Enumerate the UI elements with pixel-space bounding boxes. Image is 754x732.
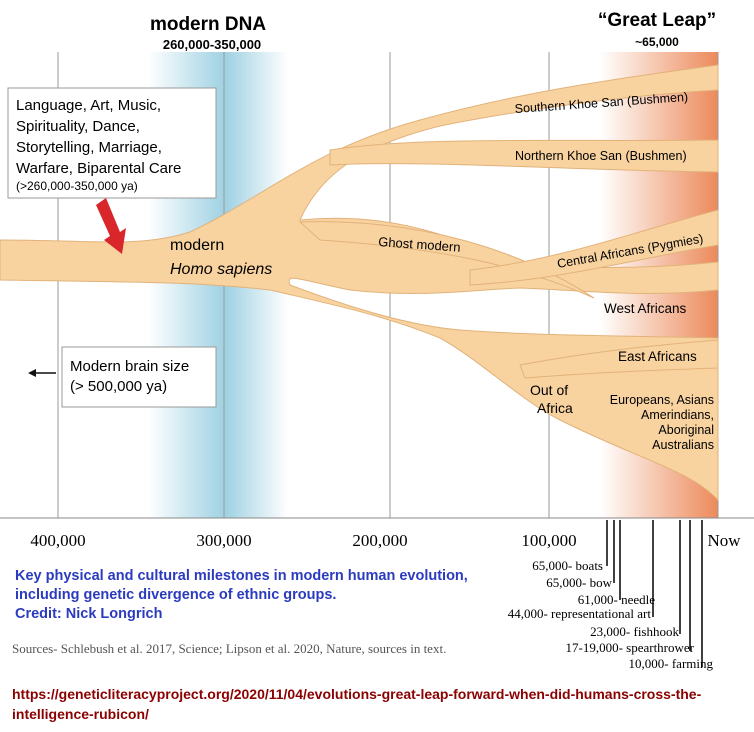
traits-line-2: Spirituality, Dance, [16,118,140,135]
northern-khoe-branch [329,139,719,173]
milestone-representational-art: 44,000- representational art [508,606,652,621]
milestone-needle: 61,000- needle [578,592,655,607]
tick-400000: 400,000 [30,531,85,550]
ghost-modern-label: Ghost modern [378,234,461,255]
milestone-farming: 10,000- farming [629,656,714,671]
tick-300000: 300,000 [196,531,251,550]
central-africans-branch [469,209,719,286]
traits-box [7,87,217,199]
modern-dna-heading: modern DNA [150,14,266,35]
east-africans-label: East Africans [618,349,697,364]
traits-date: (>260,000-350,000 ya) [16,179,138,193]
great-leap-heading: “Great Leap” [598,10,716,31]
brain-line-2: (> 500,000 ya) [70,378,167,395]
milestone-lines [606,520,703,667]
eurasians-line-4: Australians [652,438,714,452]
milestone-spearthrower: 17-19,000- spearthrower [565,640,694,655]
great-leap-date: ~65,000 [635,35,679,49]
northern-khoe-label: Northern Khoe San (Bushmen) [515,149,687,163]
source-url-link[interactable]: https://geneticliteracyproject.org/2020/… [12,686,702,722]
tick-200000: 200,000 [352,531,407,550]
tick-100000: 100,000 [521,531,576,550]
homo-sapiens-label: Homo sapiens [170,261,272,278]
brain-line-1: Modern brain size [70,358,189,375]
traits-line-4: Warfare, Biparental Care [16,160,181,177]
modern-dna-range: 260,000-350,000 [163,37,261,52]
eurasians-line-3: Aboriginal [658,423,714,437]
sources-note: Sources- Schlebush et al. 2017, Science;… [12,641,447,656]
red-arrow-icon [96,198,126,254]
brain-box [61,346,217,408]
eurasians-line-1: Europeans, Asians [610,393,714,407]
out-of-africa-line-2: Africa [537,400,573,416]
lineage-tree [0,64,719,502]
traits-line-1: Language, Art, Music, [16,97,161,114]
out-of-africa-line-1: Out of [530,382,568,398]
milestone-bow: 65,000- bow [546,575,612,590]
tick-now: Now [707,531,741,550]
milestone-boats: 65,000- boats [532,558,603,573]
modern-label: modern [170,237,224,254]
milestone-fishhook: 23,000- fishhook [590,624,679,639]
west-africans-label: West Africans [604,301,687,316]
traits-line-3: Storytelling, Marriage, [16,139,162,156]
caption-credit: Credit: Nick Longrich [15,606,163,622]
east-africans-branch [519,339,719,379]
eurasians-line-2: Amerindians, [641,408,714,422]
caption-text: Key physical and cultural milestones in … [15,568,468,603]
caption: Key physical and cultural milestones in … [15,567,485,624]
ghost-modern-branch [298,221,595,299]
left-arrow-icon [28,369,56,377]
